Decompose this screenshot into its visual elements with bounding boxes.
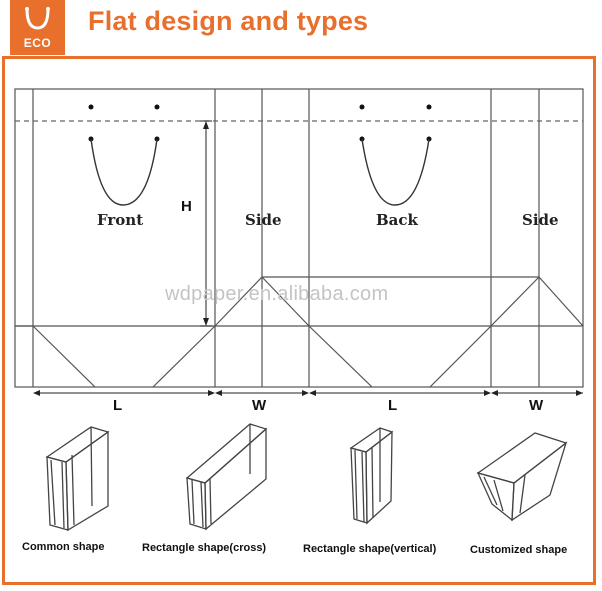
caption-common-shape: Common shape: [22, 541, 105, 553]
page-title: Flat design and types: [88, 6, 369, 36]
panel-label-front: Front: [97, 211, 144, 229]
length-label: L: [388, 397, 398, 414]
eco-logo: ECO: [10, 0, 65, 55]
logo-text: ECO: [23, 36, 52, 50]
width-label: W: [529, 397, 544, 414]
caption-rectangle-vertical: Rectangle shape(vertical): [303, 543, 437, 555]
back-handle: [361, 138, 430, 206]
panel-label-side: Side: [245, 211, 282, 229]
bag-handle-icon: [25, 7, 50, 30]
diagram-frame: [2, 56, 596, 585]
caption-customized-shape: Customized shape: [470, 544, 568, 556]
common-bag-icon: [45, 426, 110, 532]
height-label: H: [181, 198, 192, 215]
customized-bag-icon: [476, 432, 568, 522]
cross-bag-icon: [185, 423, 268, 531]
vertical-bag-icon: [349, 427, 394, 525]
watermark: wdpaper.en.alibaba.com: [165, 283, 389, 305]
panel-label-back: Back: [376, 211, 418, 229]
panel-label-side: Side: [522, 211, 559, 229]
width-label: W: [252, 397, 267, 414]
length-label: L: [113, 397, 123, 414]
caption-rectangle-cross: Rectangle shape(cross): [142, 542, 267, 554]
front-handle: [90, 138, 158, 206]
